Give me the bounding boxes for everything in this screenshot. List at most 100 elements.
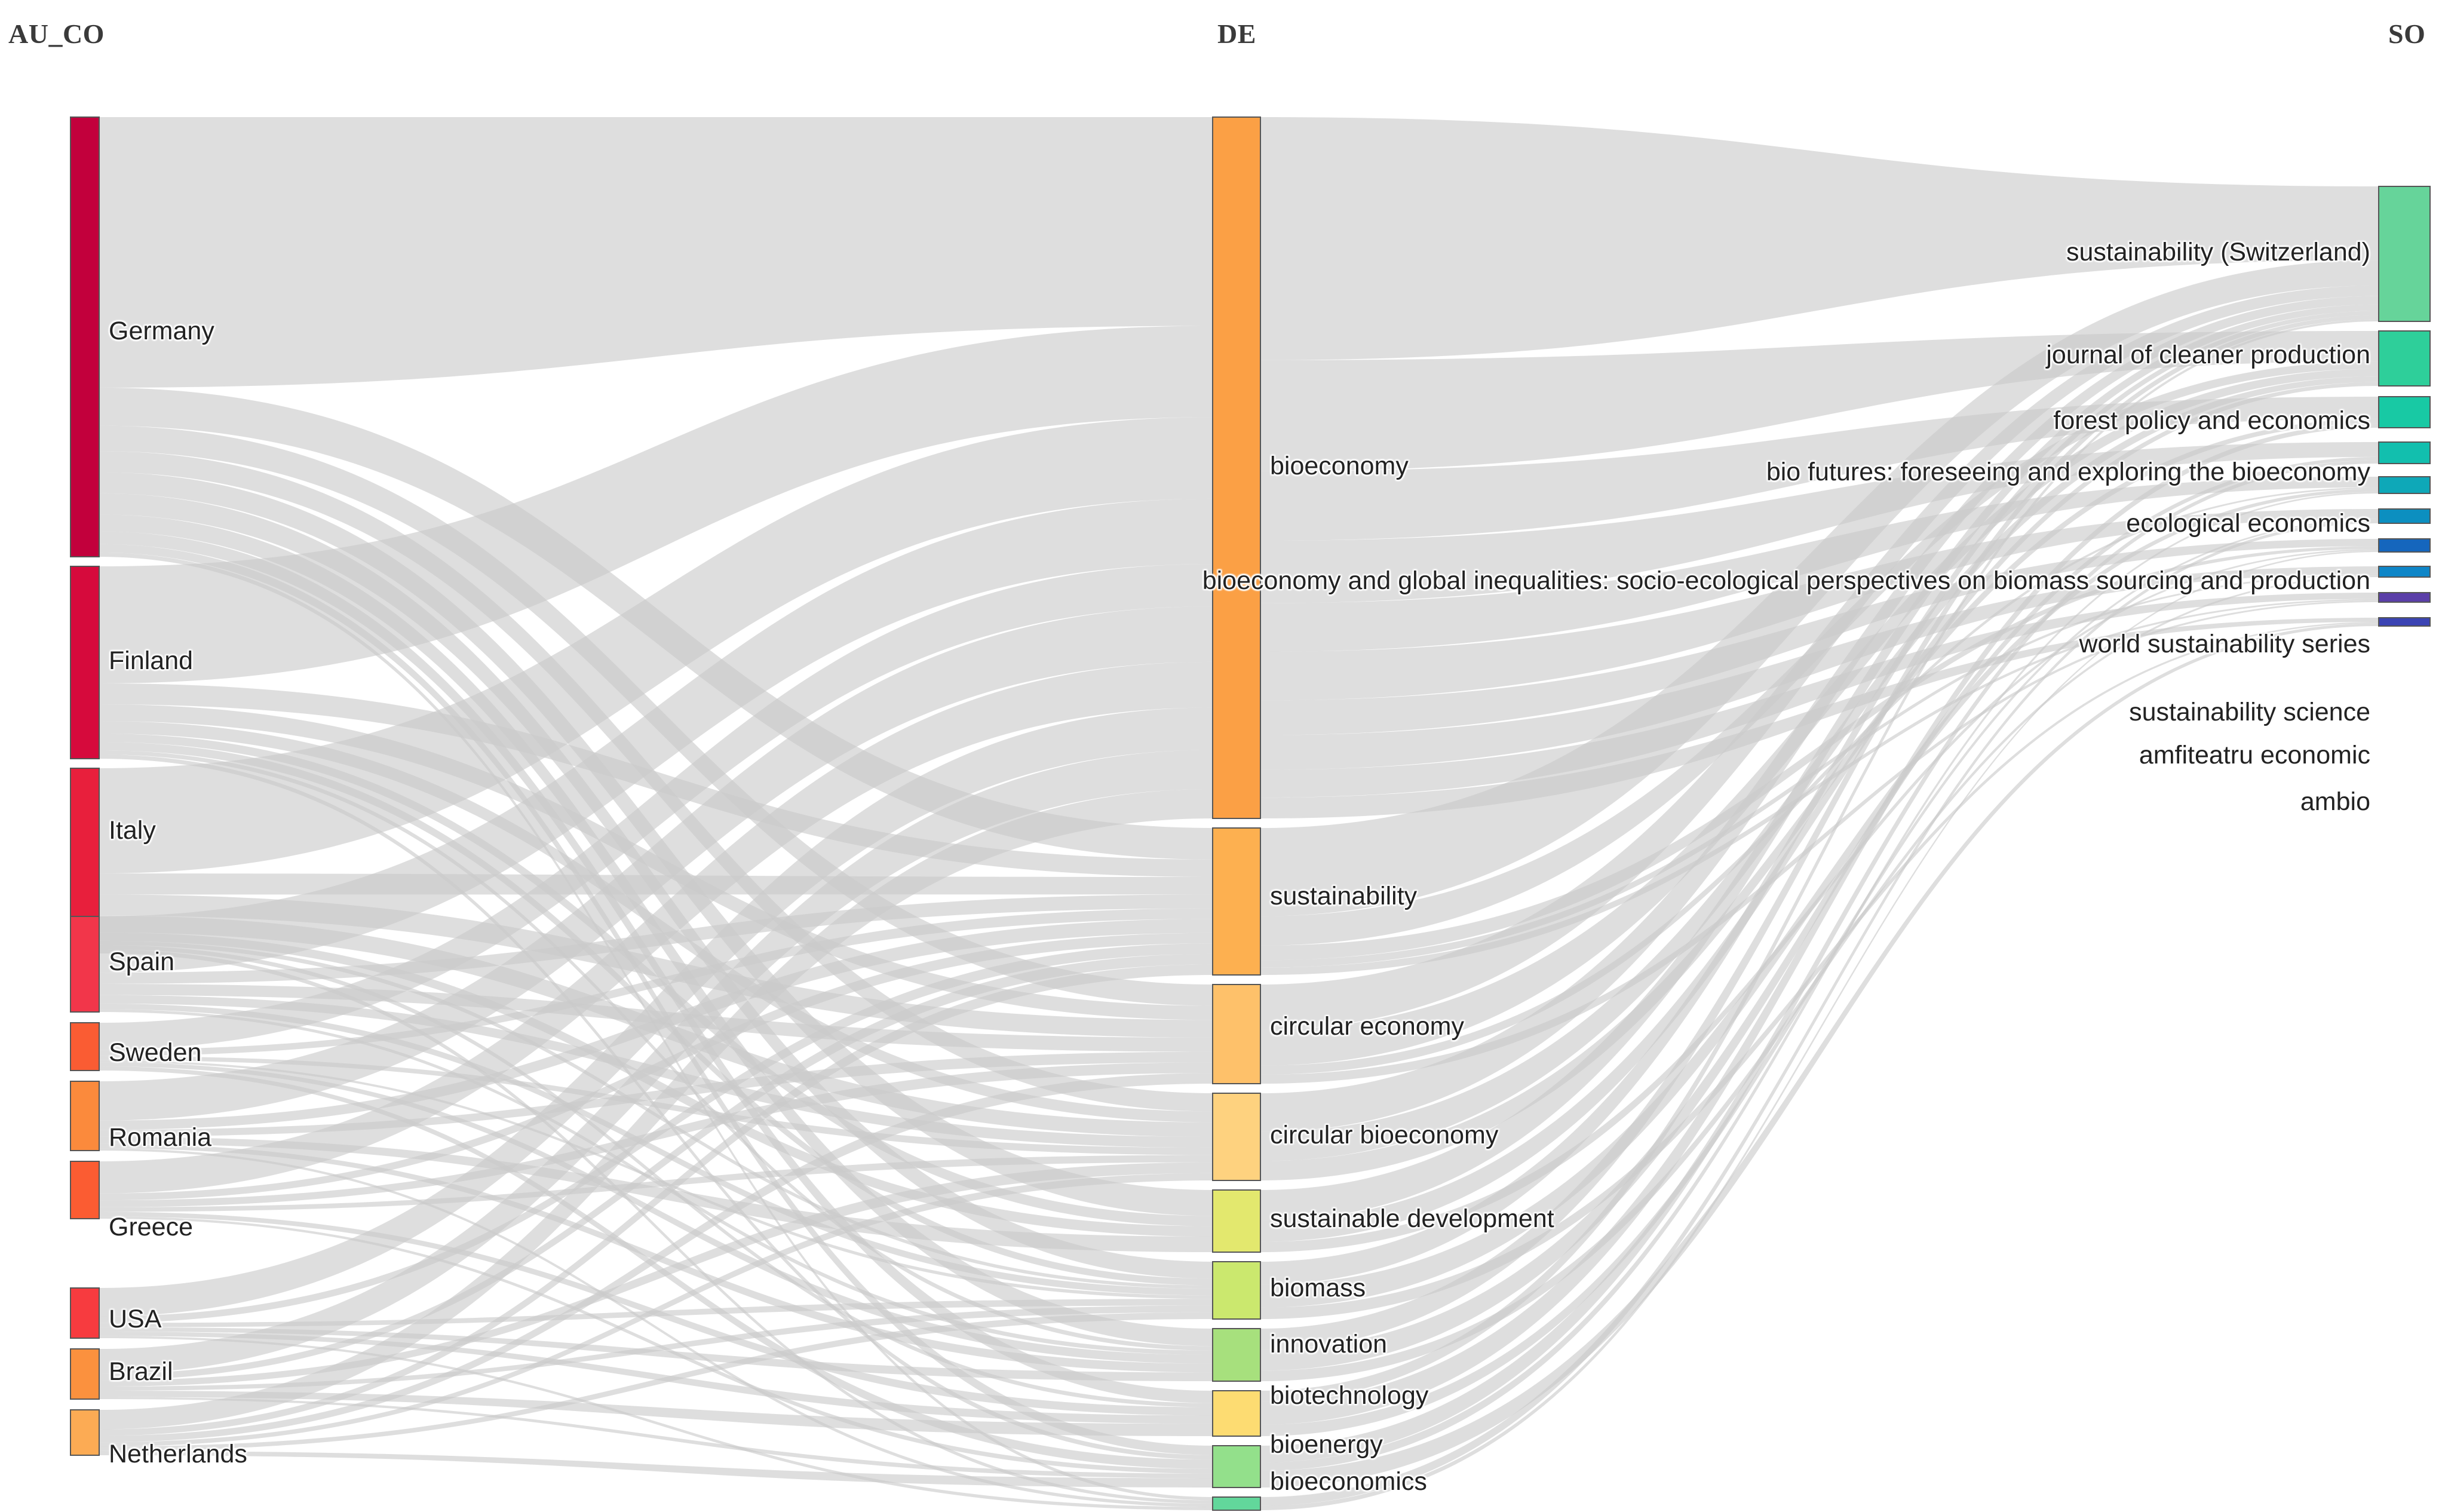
sankey-node[interactable] xyxy=(70,1287,100,1339)
sankey-node[interactable] xyxy=(1212,1261,1261,1320)
sankey-link[interactable] xyxy=(1260,460,2379,1462)
sankey-link[interactable] xyxy=(1260,311,2379,1285)
sankey-link[interactable] xyxy=(1260,623,2379,1488)
sankey-link[interactable] xyxy=(99,417,1213,874)
sankey-link[interactable] xyxy=(99,1327,1213,1381)
sankey-node[interactable] xyxy=(2378,476,2431,494)
sankey-node[interactable] xyxy=(2378,396,2431,428)
sankey-link[interactable] xyxy=(99,1397,1213,1479)
sankey-link[interactable] xyxy=(99,750,1213,1374)
sankey-node[interactable] xyxy=(2378,441,2431,464)
sankey-node[interactable] xyxy=(70,116,100,557)
sankey-link[interactable] xyxy=(99,944,1213,1407)
sankey-link[interactable] xyxy=(1260,487,2379,1075)
sankey-link[interactable] xyxy=(1260,550,2379,1510)
sankey-link[interactable] xyxy=(99,943,1213,1323)
sankey-node[interactable] xyxy=(2378,508,2431,524)
sankey-link[interactable] xyxy=(99,789,1213,1430)
node-group-middle xyxy=(1212,116,1261,1511)
sankey-link[interactable] xyxy=(99,964,1213,1436)
sankey-link[interactable] xyxy=(99,1066,1213,1469)
sankey-link[interactable] xyxy=(1260,397,2379,541)
sankey-link[interactable] xyxy=(99,661,1213,1194)
sankey-link[interactable] xyxy=(99,1003,1213,1296)
sankey-node[interactable] xyxy=(70,916,100,1013)
sankey-link[interactable] xyxy=(99,932,1213,1237)
sankey-node[interactable] xyxy=(1212,1189,1261,1253)
sankey-node[interactable] xyxy=(1212,827,1261,976)
sankey-link[interactable] xyxy=(99,1136,1213,1252)
sankey-link[interactable] xyxy=(99,564,1213,1050)
sankey-link[interactable] xyxy=(1260,520,2379,1506)
sankey-link[interactable] xyxy=(99,1073,1213,1443)
sankey-link[interactable] xyxy=(99,949,1213,1504)
sankey-link[interactable] xyxy=(99,1336,1213,1510)
sankey-node[interactable] xyxy=(70,1348,100,1400)
sankey-node[interactable] xyxy=(70,1022,100,1071)
sankey-link[interactable] xyxy=(99,1305,1213,1391)
sankey-link[interactable] xyxy=(1260,622,2379,1319)
sankey-link[interactable] xyxy=(99,1155,1213,1212)
sankey-link[interactable] xyxy=(1260,423,2379,1425)
sankey-node[interactable] xyxy=(1212,984,1261,1084)
sankey-link[interactable] xyxy=(99,683,1213,877)
sankey-link[interactable] xyxy=(1260,382,2379,1242)
sankey-node[interactable] xyxy=(2378,538,2431,553)
sankey-link[interactable] xyxy=(99,1062,1213,1364)
sankey-node[interactable] xyxy=(2378,186,2431,322)
sankey-link[interactable] xyxy=(99,1148,1213,1507)
sankey-node[interactable] xyxy=(1212,1093,1261,1181)
sankey-link[interactable] xyxy=(99,1391,1213,1436)
sankey-node[interactable] xyxy=(70,1409,100,1456)
sankey-link[interactable] xyxy=(1260,319,2379,1402)
sankey-node[interactable] xyxy=(1212,1390,1261,1437)
sankey-link[interactable] xyxy=(1260,376,2379,1161)
sankey-node[interactable] xyxy=(2378,330,2431,387)
sankey-node[interactable] xyxy=(70,1161,100,1219)
sankey-link[interactable] xyxy=(99,1162,1213,1387)
sankey-link[interactable] xyxy=(99,894,1213,1038)
sankey-node[interactable] xyxy=(2378,592,2431,603)
sankey-node[interactable] xyxy=(1212,1445,1261,1488)
sankey-link[interactable] xyxy=(1260,304,2379,1221)
sankey-link[interactable] xyxy=(99,953,1213,1381)
sankey-link[interactable] xyxy=(1260,296,2379,1132)
sankey-link[interactable] xyxy=(1260,489,2379,1308)
sankey-node[interactable] xyxy=(70,1081,100,1151)
sankey-link[interactable] xyxy=(1260,566,2379,770)
sankey-link[interactable] xyxy=(99,1216,1213,1474)
sankey-link[interactable] xyxy=(1260,549,2379,1252)
sankey-link[interactable] xyxy=(1260,315,2379,1350)
sankey-link[interactable] xyxy=(1260,509,2379,701)
sankey-link[interactable] xyxy=(99,1450,1213,1488)
sankey-link[interactable] xyxy=(99,1060,1213,1299)
node-group-right xyxy=(2378,186,2431,627)
sankey-node[interactable] xyxy=(70,566,100,759)
column-header-de: DE xyxy=(1217,19,1256,49)
sankey-node[interactable] xyxy=(1212,1496,1261,1511)
sankey-link[interactable] xyxy=(99,117,1213,388)
sankey-node[interactable] xyxy=(2378,617,2431,627)
column-header-au-co: AU_CO xyxy=(8,19,105,49)
sankey-node[interactable] xyxy=(1212,116,1261,819)
sankey-link[interactable] xyxy=(99,498,1213,973)
sankey-link[interactable] xyxy=(1260,492,2379,1471)
sankey-link[interactable] xyxy=(99,1332,1213,1424)
sankey-link[interactable] xyxy=(99,606,1213,1121)
sankey-link[interactable] xyxy=(99,908,1213,1056)
sankey-link[interactable] xyxy=(99,326,1213,683)
sankey-link[interactable] xyxy=(1260,285,2379,1030)
sankey-node[interactable] xyxy=(1212,1328,1261,1382)
sankey-link[interactable] xyxy=(99,1051,1213,1137)
sankey-link[interactable] xyxy=(1260,117,2379,360)
sankey-node[interactable] xyxy=(2378,566,2431,578)
sankey-link[interactable] xyxy=(1260,600,2379,1084)
sankey-link[interactable] xyxy=(99,1173,1213,1447)
sankey-link[interactable] xyxy=(99,707,1213,1317)
sankey-link[interactable] xyxy=(1260,442,2379,603)
link-group-left xyxy=(99,117,1213,1510)
sankey-link[interactable] xyxy=(1260,260,2379,916)
sankey-link[interactable] xyxy=(99,1312,1213,1451)
column-header-so: SO xyxy=(2388,19,2426,49)
